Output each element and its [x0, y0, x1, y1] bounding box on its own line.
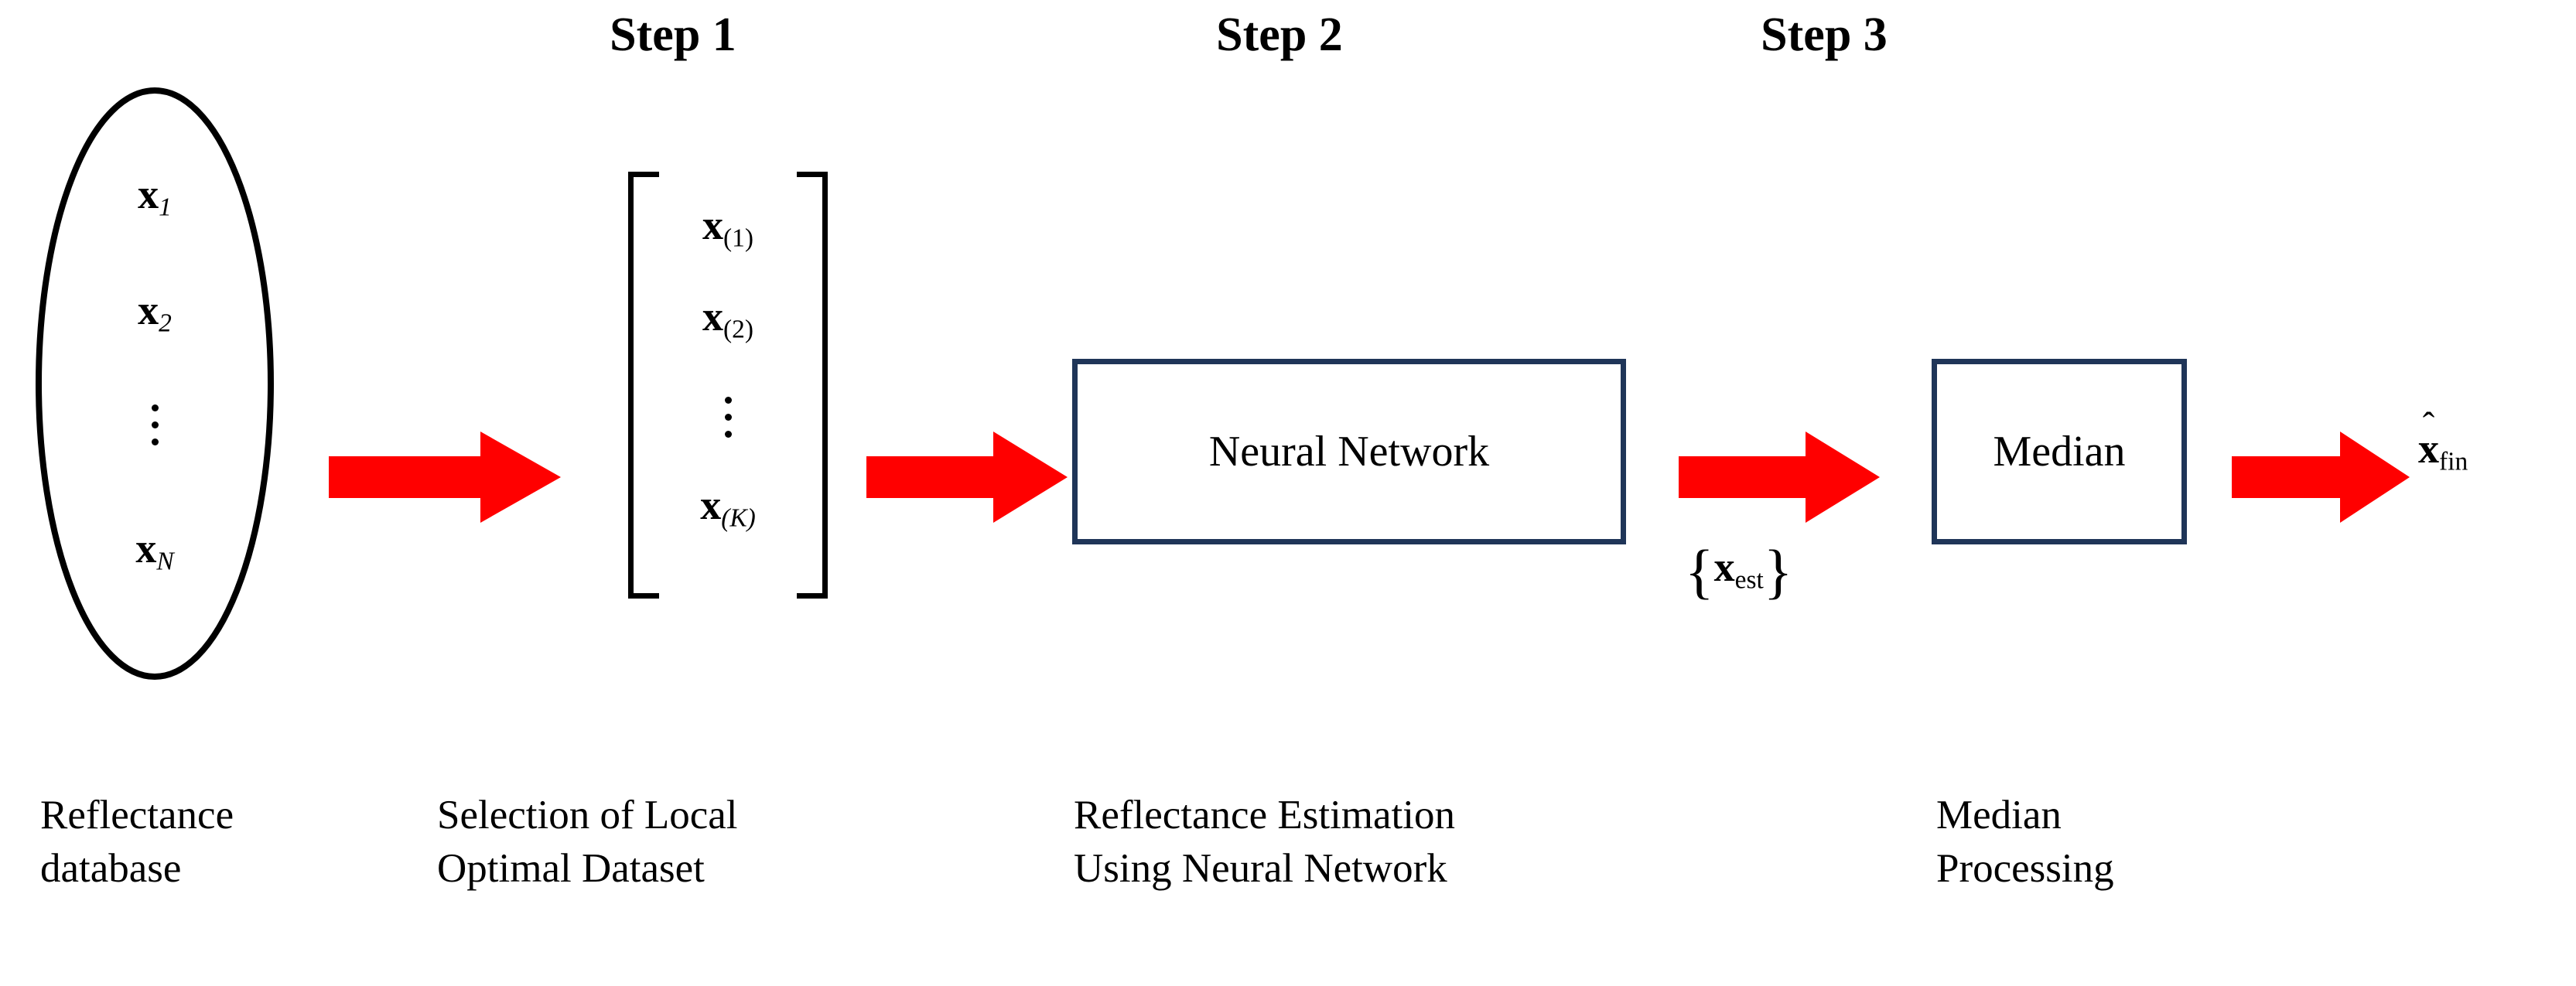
matrix-item-x2: x(2) [702, 293, 754, 344]
database-item-xN-sub: N [156, 547, 174, 576]
x-hat-sub: fin [2439, 447, 2468, 476]
x-est-close-brace: } [1763, 537, 1793, 605]
median-box[interactable]: Median [1932, 359, 2187, 544]
arrow-matrix-to-nn-icon [866, 432, 1068, 523]
x-est-base: x [1713, 543, 1735, 590]
matrix-item-xK-sub: (K) [721, 503, 756, 533]
database-item-x1: x1 [138, 171, 172, 222]
database-vertical-dots-icon [35, 394, 275, 445]
reflectance-database-ellipse: x1 x2 xN [35, 87, 275, 681]
step-header-3: Step 3 [1761, 9, 1888, 61]
median-box-label: Median [1993, 428, 2126, 476]
database-item-x2: x2 [138, 287, 172, 338]
neural-network-box[interactable]: Neural Network [1072, 359, 1626, 544]
arrow-db-to-matrix-icon [329, 432, 561, 523]
caption-reflectance-database: Reflectance database [40, 793, 234, 891]
step-header-2: Step 2 [1216, 9, 1343, 61]
neural-network-box-label: Neural Network [1208, 428, 1490, 476]
matrix-left-bracket-icon [628, 172, 659, 599]
matrix-item-x1: x(1) [702, 202, 754, 253]
database-item-xN: xN [135, 525, 174, 576]
local-optimal-dataset-matrix: x(1) x(2) x(K) [628, 172, 828, 599]
caption-reflectance-estimation: Reflectance Estimation Using Neural Netw… [1074, 793, 1455, 891]
matrix-item-x2-sub: (2) [723, 315, 754, 344]
arrow-median-to-output-icon [2232, 432, 2410, 523]
x-est-set-label: {xest} [1685, 541, 1792, 602]
matrix-item-x1-sub: (1) [723, 223, 754, 253]
matrix-item-list: x(1) x(2) x(K) [628, 172, 828, 599]
matrix-item-xK: x(K) [700, 482, 756, 533]
database-item-x2-sub: 2 [159, 309, 172, 338]
step-header-1: Step 1 [610, 9, 736, 61]
x-hat-base: x [2418, 425, 2439, 472]
caption-median-processing: Median Processing [1936, 793, 2114, 891]
database-item-list: x1 x2 xN [35, 87, 275, 681]
caption-selection-local-optimal: Selection of Local Optimal Dataset [437, 793, 738, 891]
database-item-x1-sub: 1 [159, 193, 172, 222]
matrix-vertical-dots-icon [628, 387, 828, 438]
arrow-nn-to-median-icon [1679, 432, 1880, 523]
hat-accent-icon: ˆ [2422, 405, 2435, 445]
x-est-sub: est [1734, 565, 1764, 595]
x-est-open-brace: { [1685, 537, 1714, 605]
matrix-right-bracket-icon [797, 172, 828, 599]
